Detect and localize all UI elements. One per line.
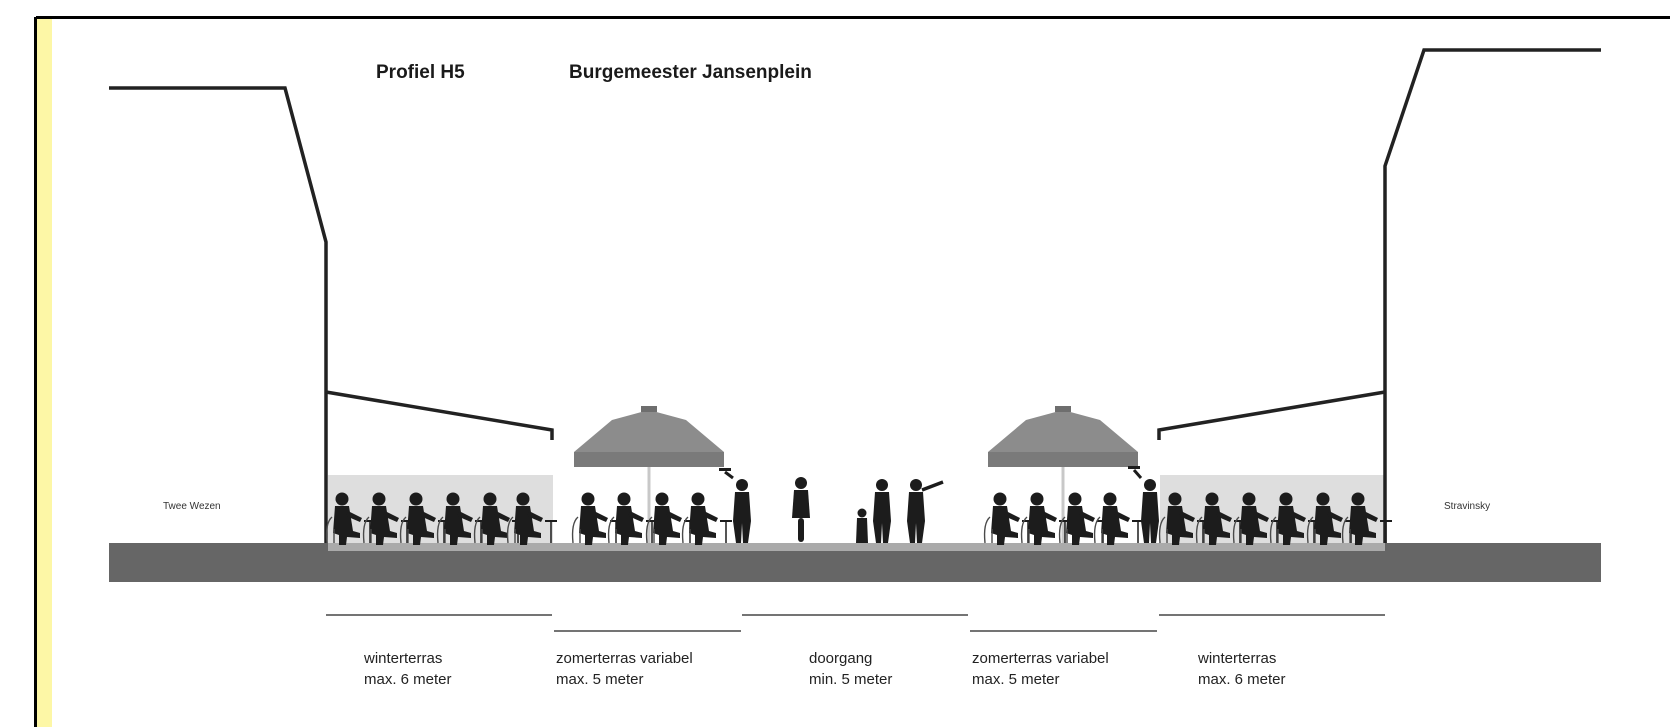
zone-name: doorgang bbox=[809, 650, 873, 667]
zone-size: max. 5 meter bbox=[972, 671, 1060, 688]
child-silhouette bbox=[856, 508, 868, 543]
dimension-lines bbox=[326, 614, 1385, 632]
walkway-strip bbox=[328, 543, 1385, 551]
awning-right bbox=[1157, 390, 1386, 440]
building-left-outline bbox=[109, 86, 328, 543]
parasol-right bbox=[988, 406, 1138, 543]
zone-name: zomerterras variabel bbox=[972, 650, 1109, 667]
building-label-right: Stravinsky bbox=[1444, 501, 1491, 512]
building-label-left: Twee Wezen bbox=[163, 501, 221, 512]
building-right-outline bbox=[1383, 48, 1601, 543]
zone-label-zomerterras-left: zomerterras variabel max. 5 meter bbox=[556, 648, 693, 690]
pointing-person-silhouette bbox=[907, 479, 944, 543]
awning-left bbox=[325, 390, 554, 440]
zone-label-winterterras-right: winterterras max. 6 meter bbox=[1198, 648, 1286, 690]
zone-size: max. 5 meter bbox=[556, 671, 644, 688]
diners-zomerterras-left bbox=[571, 491, 733, 546]
zone-label-winterterras-left: winterterras max. 6 meter bbox=[364, 648, 452, 690]
zone-size: min. 5 meter bbox=[809, 671, 893, 688]
zone-size: max. 6 meter bbox=[1198, 671, 1286, 688]
parasol-left bbox=[574, 406, 724, 543]
zone-size: max. 6 meter bbox=[364, 671, 452, 688]
winterterras-right-fill bbox=[1160, 475, 1385, 543]
cyclist-silhouette bbox=[792, 477, 810, 542]
left-margin-band bbox=[36, 18, 52, 727]
zone-name: winterterras bbox=[364, 650, 443, 667]
location-title: Burgemeester Jansenplein bbox=[569, 62, 812, 83]
profile-title: Profiel H5 bbox=[376, 62, 465, 83]
zone-label-zomerterras-right: zomerterras variabel max. 5 meter bbox=[972, 648, 1109, 690]
waiter-right-silhouette bbox=[1128, 466, 1159, 543]
adult-walker-silhouette bbox=[873, 479, 891, 543]
zone-name: zomerterras variabel bbox=[556, 650, 693, 667]
waiter-left-silhouette bbox=[719, 468, 751, 543]
zone-name: winterterras bbox=[1198, 650, 1277, 667]
zone-label-doorgang: doorgang min. 5 meter bbox=[809, 648, 892, 690]
